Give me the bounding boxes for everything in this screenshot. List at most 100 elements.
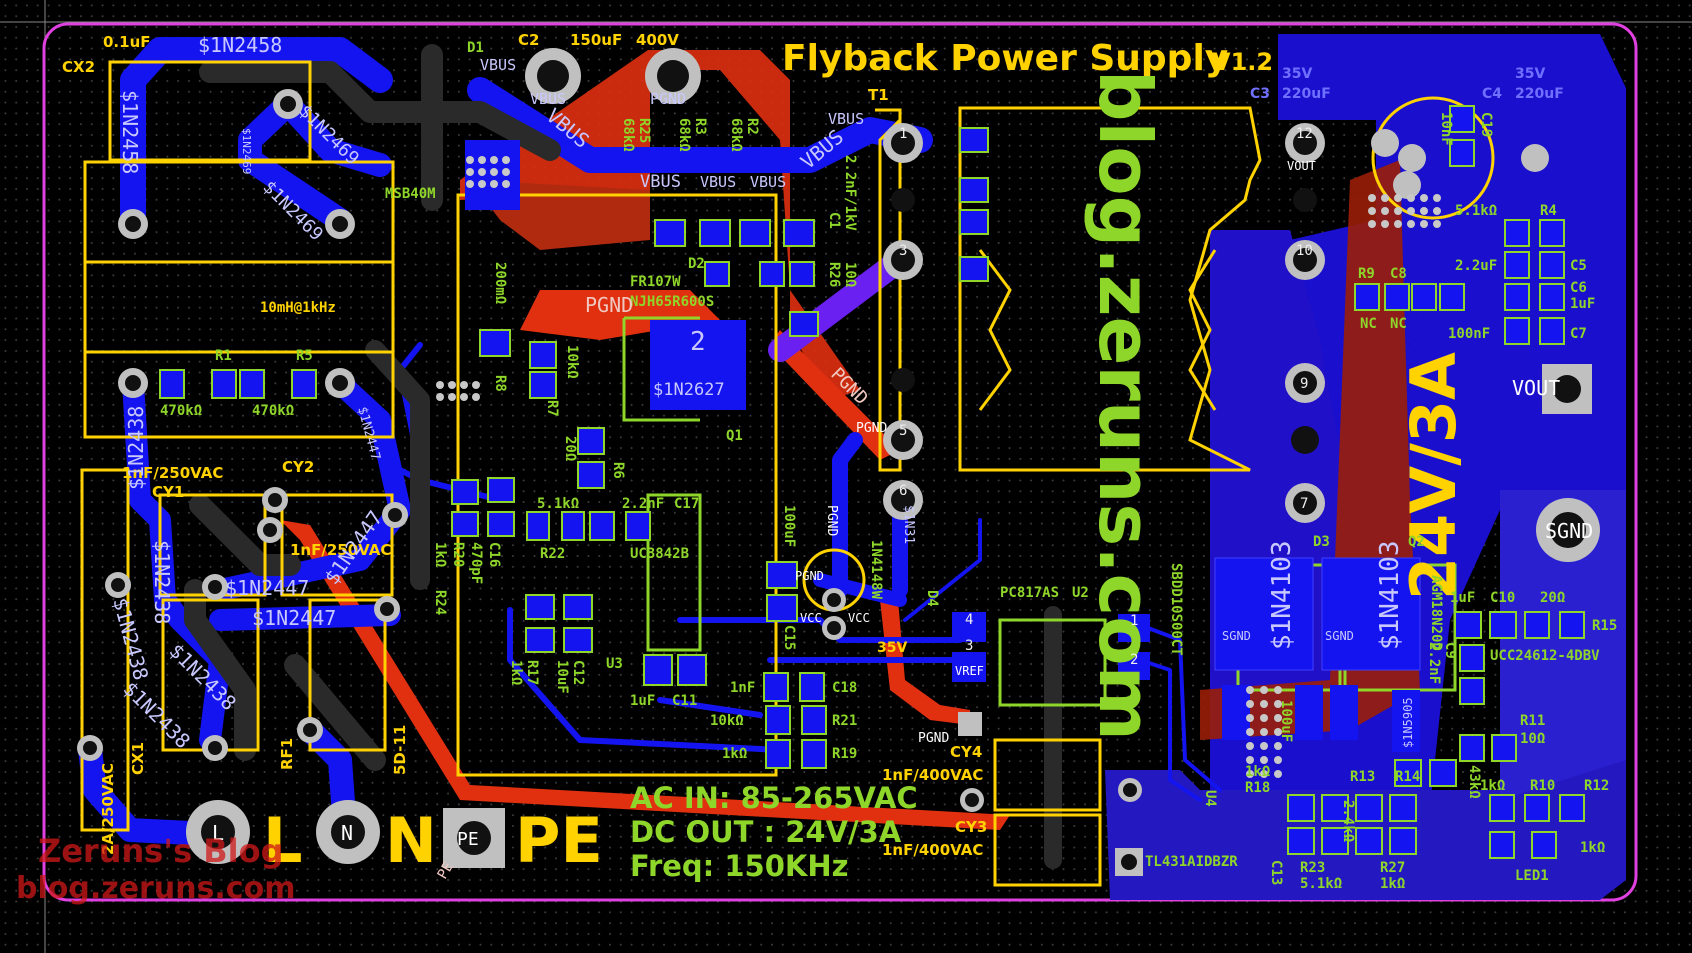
thermal-vias — [436, 156, 1441, 778]
net-pgnd-vert: PGND — [824, 505, 839, 536]
net-1n2438-a: $1N2438 — [124, 406, 148, 490]
rf1-part: 5D-11 — [391, 725, 409, 775]
thermal-via — [1274, 714, 1282, 722]
net-pgnd-cy4: PGND — [918, 731, 949, 746]
net-vcc-cap: VCC — [800, 611, 822, 625]
c16-value: 470pF — [468, 542, 484, 584]
c18-ref: C18 — [832, 680, 857, 696]
net-pgnd-vcc-cap: PGND — [795, 569, 824, 583]
c12-value: 10uF — [554, 660, 570, 694]
r10-ref: R10 — [1530, 778, 1555, 794]
d3-part: SBDD10S00CT — [1168, 563, 1184, 656]
spec-dc-out: DC OUT : 24V/3A — [630, 815, 902, 849]
r25-ref: R25 — [636, 118, 652, 143]
r12-ref: R12 — [1584, 778, 1609, 794]
net-1n2438-e: $1N2438 — [118, 677, 195, 754]
t1-ref: T1 — [868, 86, 889, 104]
r24-value: 1kΩ — [432, 542, 448, 567]
c4-ref: C4 — [1482, 86, 1502, 102]
thermal-via — [1420, 220, 1428, 228]
q1-net: $1N2627 — [653, 380, 725, 400]
net-vbus-mid: VBUS — [640, 172, 681, 192]
thermal-via — [1433, 207, 1441, 215]
cy1-ref: CY1 — [152, 483, 184, 501]
c8-value: NC — [1390, 316, 1407, 332]
r25-value: 68kΩ — [620, 118, 636, 152]
r20-ref: R20 — [450, 542, 466, 567]
c2-value: 150uF — [570, 31, 622, 49]
u2-vref-label: VREF — [955, 664, 984, 678]
thermal-via — [460, 381, 468, 389]
c13-value: 100uF — [1278, 700, 1294, 742]
thermal-via — [466, 180, 474, 188]
website-silk: blog.zeruns.com — [1083, 70, 1167, 741]
net-vbus-t1: VBUS — [828, 110, 864, 128]
thermal-via — [502, 168, 510, 176]
thermal-via — [1274, 700, 1282, 708]
bottom-silk-labels: 10mH@1kHz R1 R5 470kΩ 470kΩ MSB40M D1 D2… — [160, 40, 1617, 892]
d1-ref: D1 — [467, 40, 484, 56]
cx2-value: 0.1uF — [103, 33, 151, 51]
net-vbus-mid3: VBUS — [750, 173, 786, 191]
q1-part: NJH65R600S — [630, 294, 714, 310]
net-pgnd-t1: PGND — [856, 421, 887, 436]
q1-pin: 2 — [690, 327, 706, 357]
q1-ref: Q1 — [726, 428, 743, 444]
thermal-via — [1407, 194, 1415, 202]
c10-value: 1uF — [1450, 590, 1475, 606]
isolation-slots — [184, 44, 1062, 869]
pgnd-cy4-trace — [880, 600, 970, 725]
thermal-via — [1381, 194, 1389, 202]
f1-value: 2A/250VAC — [99, 763, 117, 855]
r4-value: 5.1kΩ — [1455, 203, 1497, 219]
terminal-l-pad: L — [212, 821, 224, 845]
r22-ref: R22 — [540, 546, 565, 562]
net-1n2458-vert: $1N2458 — [118, 90, 142, 174]
thermal-via — [436, 393, 444, 401]
led1-ref: LED1 — [1515, 868, 1549, 884]
t1-pin-7: 7 — [1300, 496, 1308, 512]
c17-ref: C17 — [674, 496, 699, 512]
q2-ref: Q2 — [1408, 534, 1425, 550]
net-1n2438-b: $1N2438 — [150, 540, 174, 624]
net-1n2469-b: $1N2469 — [240, 128, 253, 174]
thermal-via — [448, 381, 456, 389]
cy3-value: 1nF/400VAC — [882, 841, 983, 859]
r2-value: 68kΩ — [728, 118, 744, 152]
net-1n31: $1N31 — [901, 505, 916, 544]
r17-ref: R17 — [524, 660, 540, 685]
sgnd-pad-1: SGND — [1222, 629, 1251, 643]
r13-ref: R13 — [1350, 769, 1375, 785]
thermal-via — [1260, 756, 1268, 764]
thermal-via — [1420, 207, 1428, 215]
r13-value: 2.4kΩ — [1340, 800, 1356, 842]
thermal-via — [1260, 742, 1268, 750]
terminal-label-l: L — [263, 804, 303, 877]
d4-ref: D4 — [924, 590, 940, 607]
thermal-via — [502, 180, 510, 188]
thermal-via — [1394, 220, 1402, 228]
r4-ref: R4 — [1540, 203, 1557, 219]
r18-ref: R18 — [1245, 780, 1270, 796]
net-vbus-pad: VBUS — [530, 90, 566, 108]
r19-ref: R19 — [832, 746, 857, 762]
r8-ref: R8 — [492, 375, 508, 392]
thermal-via — [1246, 700, 1254, 708]
c15-ref: C15 — [781, 625, 797, 650]
terminal-n-pad: N — [341, 821, 353, 845]
r9-value: NC — [1360, 316, 1377, 332]
c10-ref: C10 — [1490, 590, 1515, 606]
bottom-silk-spec: AC IN: 85-265VAC DC OUT : 24V/3A Freq: 1… — [630, 781, 918, 883]
cy4-ref: CY4 — [950, 743, 982, 761]
r15-value: 20Ω — [1540, 590, 1565, 606]
board-version: V1.2 — [1212, 48, 1273, 76]
thermal-via — [472, 381, 480, 389]
thermal-via — [1368, 194, 1376, 202]
u2-ref: U2 — [1072, 585, 1089, 601]
c7-ref: C7 — [1570, 326, 1587, 342]
t1-pin-6: 6 — [899, 483, 907, 499]
thermal-via — [436, 381, 444, 389]
r5-value: 470kΩ — [252, 403, 294, 419]
